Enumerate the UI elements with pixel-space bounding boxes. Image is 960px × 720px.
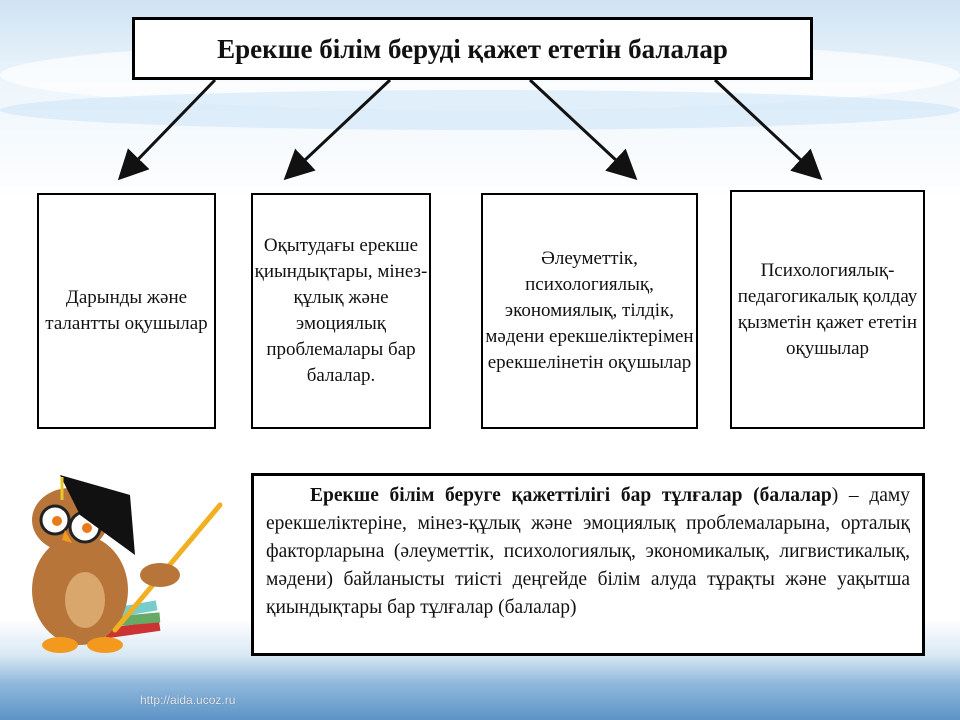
diagram-title: Ерекше білім беруді қажет ететін балалар bbox=[132, 17, 813, 80]
arrow bbox=[283, 78, 392, 181]
owl-teacher-illustration bbox=[32, 475, 223, 653]
connector-arrows bbox=[117, 78, 823, 181]
definition-box: Ерекше білім беруге қажеттілігі бар тұлғ… bbox=[251, 473, 925, 656]
definition-text: ) – даму ерекшеліктеріне, мінез-құлық жә… bbox=[266, 485, 910, 618]
definition-term: Ерекше білім беруге қажеттілігі бар тұлғ… bbox=[310, 485, 832, 506]
arrow bbox=[117, 78, 217, 181]
category-box-learning-difficulties: Оқытудағы ерекше қиындықтары, мінез-құлы… bbox=[251, 193, 431, 429]
arrow bbox=[713, 78, 823, 181]
arrow bbox=[528, 78, 638, 181]
category-box-social-factors: Әлеуметтік, психологиялық, экономиялық, … bbox=[481, 193, 698, 429]
category-box-gifted: Дарынды және талантты оқушылар bbox=[37, 193, 216, 429]
category-box-psych-support: Психологиялық-педагогикалық қолдау қызме… bbox=[730, 190, 925, 429]
footer-url: http://aida.ucoz.ru bbox=[140, 693, 236, 707]
background-swoosh bbox=[0, 90, 960, 130]
